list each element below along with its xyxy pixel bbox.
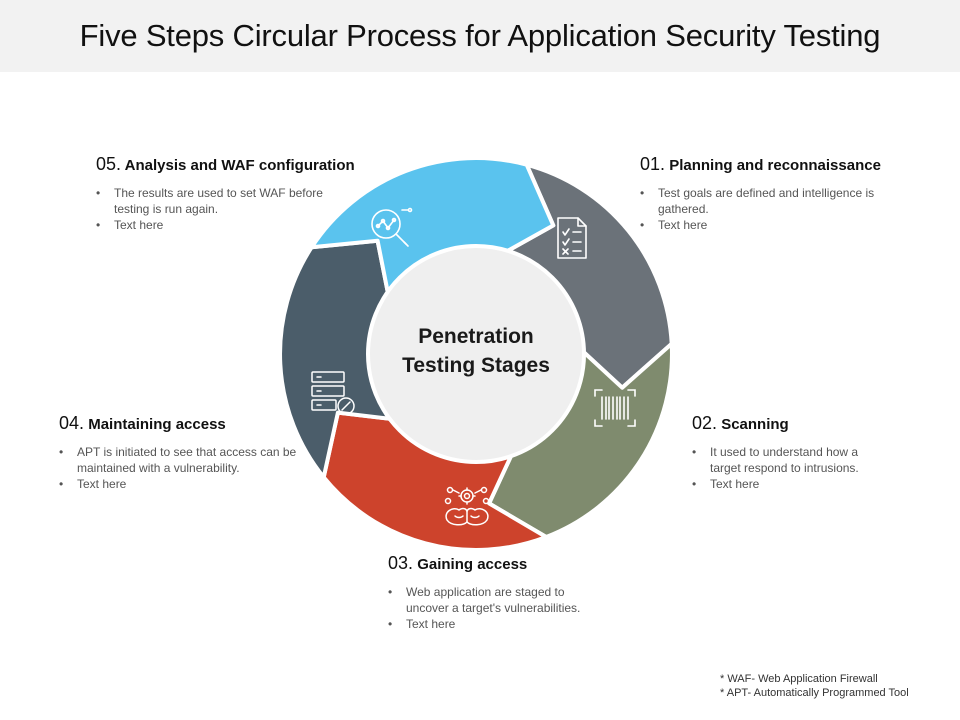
step-01-number: 01. <box>640 154 666 174</box>
step-02-bullet-1: It used to understand how a target respo… <box>692 444 890 476</box>
barcode-scan-icon <box>594 389 636 427</box>
center-label: Penetration Testing Stages <box>376 322 576 380</box>
step-02-bullet-2: Text here <box>692 476 942 492</box>
step-04-bullets: APT is initiated to see that access can … <box>59 444 319 492</box>
center-circle <box>366 244 586 464</box>
step-01-bullet-2: Text here <box>640 217 930 233</box>
step-03-bullet-1: Web application are staged to uncover a … <box>388 584 606 616</box>
step-02-heading: 02. Scanning <box>692 413 942 434</box>
step-05-heading: 05. Analysis and WAF configuration <box>96 154 386 175</box>
step-04-maintaining-access: 04. Maintaining access APT is initiated … <box>59 413 319 492</box>
step-04-bullet-1: APT is initiated to see that access can … <box>59 444 307 476</box>
step-05-bullet-2: Text here <box>96 217 386 233</box>
step-05-analysis: 05. Analysis and WAF configuration The r… <box>96 154 386 233</box>
footnote-apt: * APT- Automatically Programmed Tool <box>720 687 909 699</box>
step-04-title: Maintaining access <box>88 416 226 433</box>
step-03-bullet-2: Text here <box>388 616 648 632</box>
server-wrench-icon <box>311 371 355 415</box>
step-05-title: Analysis and WAF configuration <box>124 157 355 174</box>
step-04-heading: 04. Maintaining access <box>59 413 319 434</box>
title-bar: Five Steps Circular Process for Applicat… <box>0 0 960 72</box>
step-04-bullet-2: Text here <box>59 476 319 492</box>
step-01-planning: 01. Planning and reconnaissance Test goa… <box>640 154 930 233</box>
brain-gear-icon <box>444 486 490 526</box>
center-label-line2: Testing Stages <box>402 354 550 377</box>
step-05-number: 05. <box>96 154 122 174</box>
page-title: Five Steps Circular Process for Applicat… <box>79 18 881 53</box>
step-02-title: Scanning <box>721 416 789 433</box>
step-04-number: 04. <box>59 413 85 433</box>
step-03-number: 03. <box>388 553 414 573</box>
step-01-heading: 01. Planning and reconnaissance <box>640 154 930 175</box>
step-01-bullets: Test goals are defined and intelligence … <box>640 185 930 233</box>
center-label-line1: Penetration <box>418 325 534 348</box>
step-02-number: 02. <box>692 413 718 433</box>
step-01-title: Planning and reconnaissance <box>669 157 881 174</box>
step-02-scanning: 02. Scanning It used to understand how a… <box>692 413 942 492</box>
step-05-bullet-1: The results are used to set WAF before t… <box>96 185 354 217</box>
step-05-bullets: The results are used to set WAF before t… <box>96 185 386 233</box>
step-03-gaining-access: 03. Gaining access Web application are s… <box>388 553 648 632</box>
footnote-waf: * WAF- Web Application Firewall <box>720 673 878 685</box>
step-03-heading: 03. Gaining access <box>388 553 648 574</box>
footnotes: * WAF- Web Application Firewall * APT- A… <box>720 672 909 700</box>
checklist-document-icon <box>557 217 587 259</box>
step-03-bullets: Web application are staged to uncover a … <box>388 584 648 632</box>
step-03-title: Gaining access <box>417 556 528 573</box>
step-01-bullet-1: Test goals are defined and intelligence … <box>640 185 888 217</box>
step-02-bullets: It used to understand how a target respo… <box>692 444 942 492</box>
